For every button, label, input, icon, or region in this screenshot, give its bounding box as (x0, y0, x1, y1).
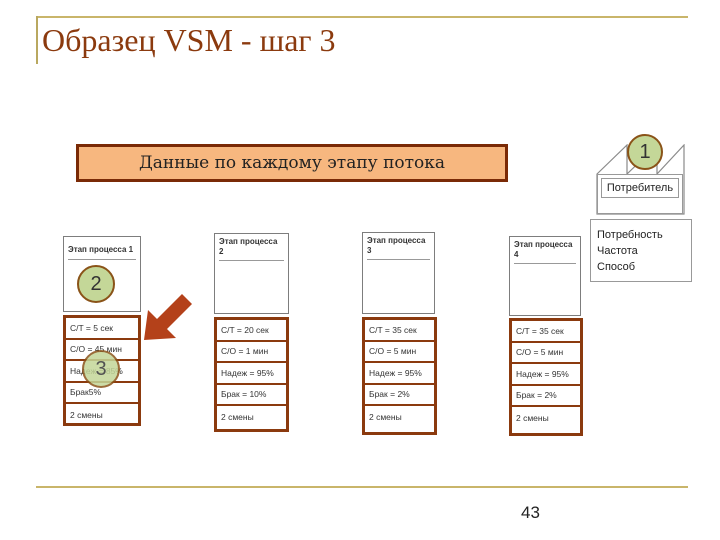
data-cell-shifts: 2 смены (70, 409, 103, 420)
data-cell-scrap: Брак = 2% (365, 385, 434, 406)
left-rule (36, 16, 38, 64)
customer-label: Потребитель (601, 178, 679, 198)
requirement-frequency: Частота (597, 245, 638, 257)
process-label-4: Этап процесса 4 (514, 240, 576, 264)
data-cell-ct: C/T = 5 сек (66, 318, 138, 340)
top-rule (36, 16, 688, 18)
data-cell-co: C/O = 5 мин (365, 342, 434, 363)
pointer-arrow-icon (144, 294, 192, 340)
data-cell-shifts: 2 смены (369, 411, 402, 422)
data-cell-co: C/O = 1 мин (217, 342, 286, 363)
stream-data-banner: Данные по каждому этапу потока (76, 144, 508, 182)
data-cell-uptime: Надеж = 95% (512, 364, 580, 386)
bottom-rule (36, 486, 688, 488)
data-cell-ct: C/T = 35 сек (365, 320, 434, 342)
data-box-4: C/T = 35 сек C/O = 5 мин Надеж = 95% Бра… (509, 318, 583, 436)
requirement-demand: Потребность (597, 229, 663, 241)
process-label-2: Этап процесса 2 (219, 237, 284, 261)
slide-title: Образец VSM - шаг 3 (42, 22, 336, 58)
requirement-method: Способ (597, 261, 636, 273)
step-1-number: 1 (639, 140, 651, 163)
banner-text: Данные по каждому этапу потока (138, 153, 446, 173)
process-label-1: Этап процесса 1 (68, 245, 136, 260)
process-box-3: Этап процесса 3 (362, 232, 435, 314)
data-cell-ct: C/T = 20 сек (217, 320, 286, 342)
data-cell-ct: C/T = 35 сек (512, 321, 580, 343)
data-box-2: C/T = 20 сек C/O = 1 мин Надеж = 95% Бра… (214, 317, 289, 432)
data-cell-shifts: 2 смены (516, 412, 549, 423)
data-cell-uptime: Надеж = 95% (365, 363, 434, 385)
step-2-marker: 2 (77, 265, 115, 303)
data-cell-scrap: Брак = 10% (217, 385, 286, 406)
data-cell-uptime: Надеж = 95% (217, 363, 286, 385)
process-label-3: Этап процесса 3 (367, 236, 430, 260)
step-2-number: 2 (90, 272, 102, 295)
step-3-marker: 3 (82, 350, 120, 388)
data-box-3: C/T = 35 сек C/O = 5 мин Надеж = 95% Бра… (362, 317, 437, 435)
data-cell-scrap: Брак5% (66, 383, 138, 404)
customer-requirements-box: Потребность Частота Способ (590, 219, 692, 282)
data-cell-scrap: Брак = 2% (512, 386, 580, 407)
process-box-2: Этап процесса 2 (214, 233, 289, 314)
customer-icon-box (597, 174, 683, 214)
data-cell-co: C/O = 5 мин (512, 343, 580, 364)
data-cell-shifts: 2 смены (221, 411, 254, 422)
page-number: 43 (521, 503, 540, 522)
step-1-marker: 1 (627, 134, 663, 170)
process-box-4: Этап процесса 4 (509, 236, 581, 316)
step-3-number: 3 (95, 357, 107, 380)
